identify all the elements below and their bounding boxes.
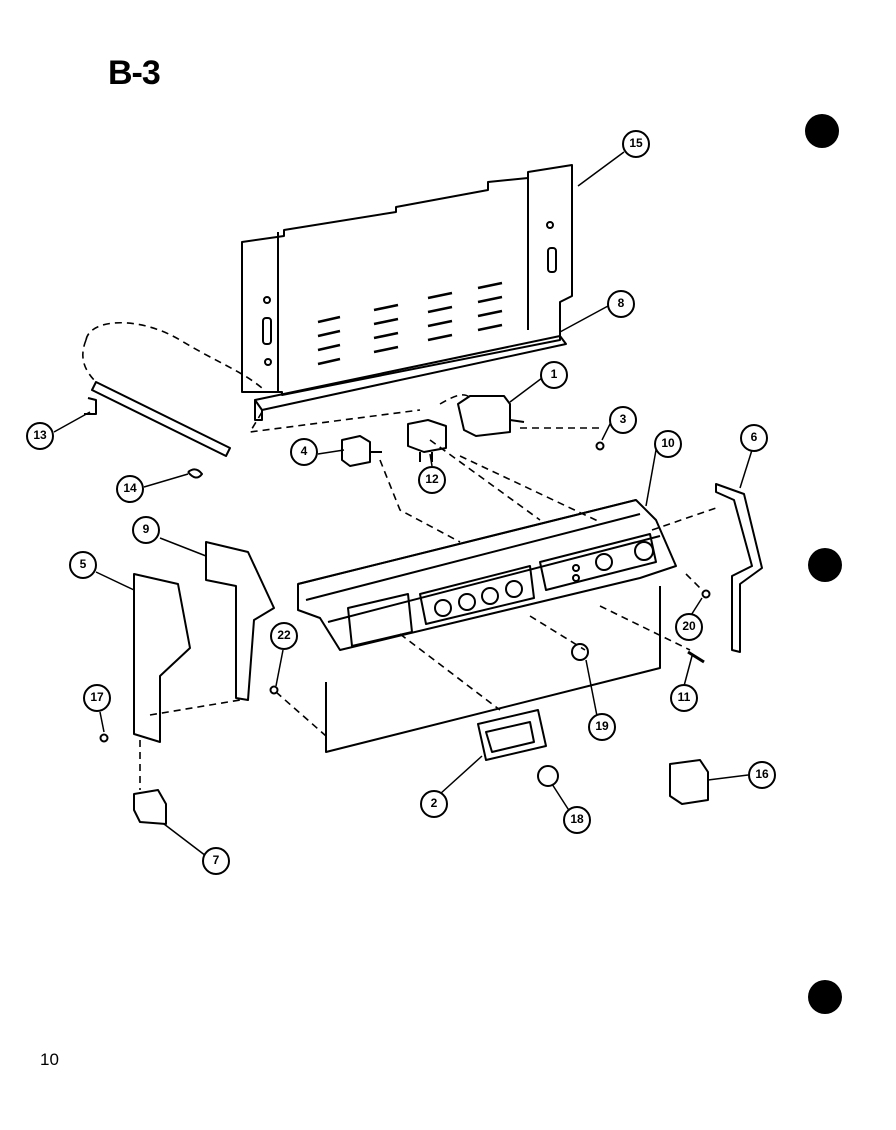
control-panel-part (297, 499, 677, 753)
callout-8: 8 (607, 290, 635, 318)
callout-3: 3 (609, 406, 637, 434)
right-bracket-part (715, 483, 763, 653)
binder-hole-middle (808, 548, 842, 582)
callout-11: 11 (670, 684, 698, 712)
callout-16: 16 (748, 761, 776, 789)
page-number: 10 (40, 1050, 59, 1069)
binder-hole-bottom (808, 980, 842, 1014)
callout-leaders (53, 151, 753, 857)
bottom-strip-part (254, 335, 567, 421)
callout-6: 6 (740, 424, 768, 452)
callout-5: 5 (69, 551, 97, 579)
callout-18: 18 (563, 806, 591, 834)
screws (99, 441, 711, 743)
callout-2: 2 (420, 790, 448, 818)
callout-14: 14 (116, 475, 144, 503)
wire-harness (82, 322, 717, 790)
binder-hole-top (805, 114, 839, 148)
thermostat-part (457, 395, 525, 437)
callout-12: 12 (418, 466, 446, 494)
left-bracket-part (205, 541, 275, 701)
callout-4: 4 (290, 438, 318, 466)
pin-part (687, 650, 705, 664)
knobs (537, 643, 589, 787)
callout-22: 22 (270, 622, 298, 650)
callout-17: 17 (83, 684, 111, 712)
callout-13: 13 (26, 422, 54, 450)
callout-15: 15 (622, 130, 650, 158)
connector-part (341, 435, 382, 467)
callout-19: 19 (588, 713, 616, 741)
callout-9: 9 (132, 516, 160, 544)
callout-10: 10 (654, 430, 682, 458)
callout-1: 1 (540, 361, 568, 389)
clip-part (133, 789, 167, 825)
switch-part (407, 419, 447, 462)
switch-block-part (669, 759, 709, 805)
timer-board-part (477, 709, 547, 761)
rod-part (84, 381, 231, 479)
callout-7: 7 (202, 847, 230, 875)
page-title: B-3 (108, 54, 161, 92)
callout-20: 20 (675, 613, 703, 641)
side-panel-part (133, 573, 191, 743)
rear-panel-part (241, 164, 573, 396)
